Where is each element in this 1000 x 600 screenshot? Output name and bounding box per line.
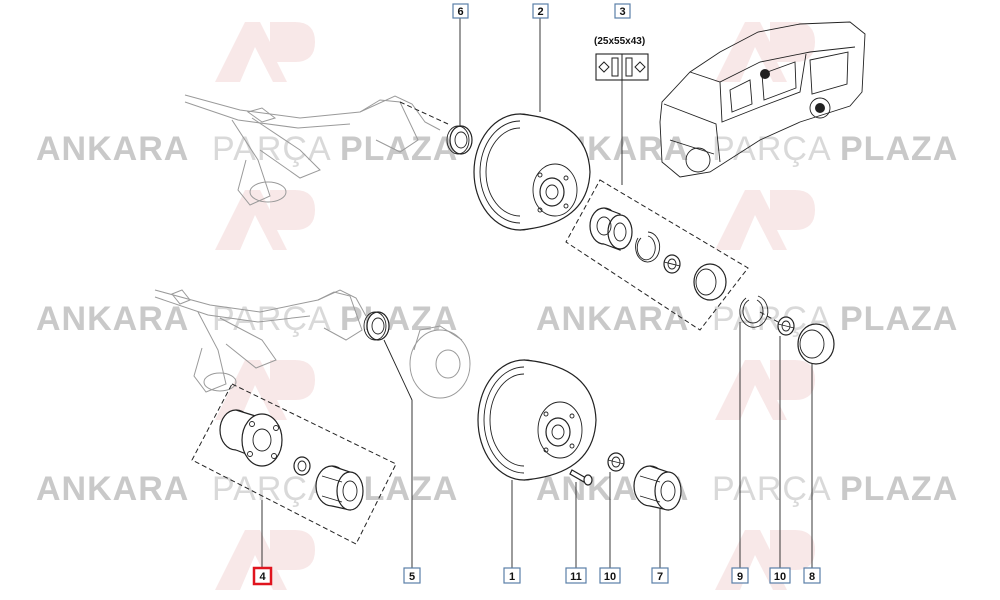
callout-11[interactable]: 11 — [565, 567, 587, 584]
callout-3[interactable]: 3 — [614, 3, 631, 19]
rear-axle-beam-upper — [184, 94, 441, 206]
bearing-dimension-label: (25x55x43) — [594, 36, 645, 47]
callout-1-label: 1 — [509, 571, 515, 583]
callout-3-label: 3 — [619, 6, 625, 18]
callout-2[interactable]: 2 — [532, 3, 549, 19]
callout-2-label: 2 — [537, 6, 543, 18]
part-4-nut — [293, 456, 311, 476]
rear-axle-beam-lower — [154, 289, 367, 393]
part-2-brake-drum — [473, 113, 591, 231]
callout-8[interactable]: 8 — [803, 567, 821, 584]
wm-word-parca: PARÇA — [712, 130, 832, 168]
kit-box-4 — [191, 383, 397, 545]
callout-4[interactable]: 4 — [252, 566, 273, 586]
watermark-text-row-2: ANKARA PARÇA PLAZA ANKARA PARÇA PLAZA — [36, 300, 958, 338]
part-5-seal — [363, 311, 390, 341]
part-4-bearing — [315, 465, 364, 511]
backing-plate-ghost — [409, 325, 471, 399]
wm-word-plaza: PLAZA — [840, 300, 958, 338]
callout-5[interactable]: 5 — [403, 567, 421, 584]
part-8-cap — [797, 323, 835, 365]
leader-5 — [383, 339, 413, 568]
part-circlip-upper — [635, 231, 661, 263]
part-4-hub — [219, 409, 283, 467]
watermark-text-row-3: ANKARA PARÇA PLAZA ANKARA PARÇA PLAZA — [36, 470, 958, 508]
part-10-nut-lower — [607, 452, 625, 472]
callout-1[interactable]: 1 — [503, 567, 521, 584]
wm-word-plaza: PLAZA — [340, 130, 458, 168]
callout-9[interactable]: 9 — [731, 567, 749, 584]
part-6-seal — [446, 125, 473, 155]
bearing-symbol-icon — [595, 53, 649, 81]
callout-11-label: 11 — [570, 571, 582, 583]
callout-10b-label: 10 — [774, 571, 786, 583]
axis-leader-right — [759, 311, 779, 323]
watermark-text-row-1: ANKARA PARÇA PLAZA ANKARA PARÇA PLAZA — [36, 130, 958, 168]
callout-7-label: 7 — [657, 571, 663, 583]
watermark-layer: ANKARA PARÇA PLAZA ANKARA PARÇA PLAZA AN… — [36, 22, 958, 590]
kit-box-3 — [565, 179, 749, 331]
callout-6[interactable]: 6 — [452, 3, 469, 19]
callout-10a[interactable]: 10 — [599, 567, 621, 584]
callout-7[interactable]: 7 — [651, 567, 669, 584]
part-nut-upper — [663, 254, 681, 274]
axis-leader-upper — [399, 101, 449, 125]
wm-word-parca: PARÇA — [212, 130, 332, 168]
wm-word-parca: PARÇA — [212, 300, 332, 338]
wm-word-ankara: ANKARA — [36, 300, 189, 338]
callout-4-label: 4 — [259, 571, 266, 583]
wm-word-plaza: PLAZA — [840, 470, 958, 508]
part-cap-upper — [693, 263, 727, 301]
wm-word-ankara: ANKARA — [36, 130, 189, 168]
callout-10a-label: 10 — [604, 571, 616, 583]
callout-9-label: 9 — [737, 571, 743, 583]
part-10-nut-right — [777, 316, 795, 336]
part-1-brake-drum — [477, 359, 597, 481]
part-11-bolt — [569, 469, 593, 486]
callout-6-label: 6 — [457, 6, 463, 18]
vehicle-illustration — [659, 21, 866, 178]
wm-word-ankara: ANKARA — [36, 470, 189, 508]
part-7-bearing — [633, 465, 682, 511]
part-9-circlip — [739, 295, 769, 328]
rear-hub-marker-icon — [815, 103, 825, 113]
wm-word-parca: PARÇA — [212, 470, 332, 508]
callout-8-label: 8 — [809, 571, 815, 583]
wm-word-ankara: ANKARA — [536, 300, 689, 338]
part-3-bearing — [589, 207, 633, 251]
callout-5-label: 5 — [409, 571, 415, 583]
rear-hub-marker-icon — [760, 69, 770, 79]
wm-word-parca: PARÇA — [712, 470, 832, 508]
wm-word-plaza: PLAZA — [840, 130, 958, 168]
bearing-dimension-text: (25x55x43) — [594, 36, 645, 47]
callout-10b[interactable]: 10 — [769, 567, 791, 584]
